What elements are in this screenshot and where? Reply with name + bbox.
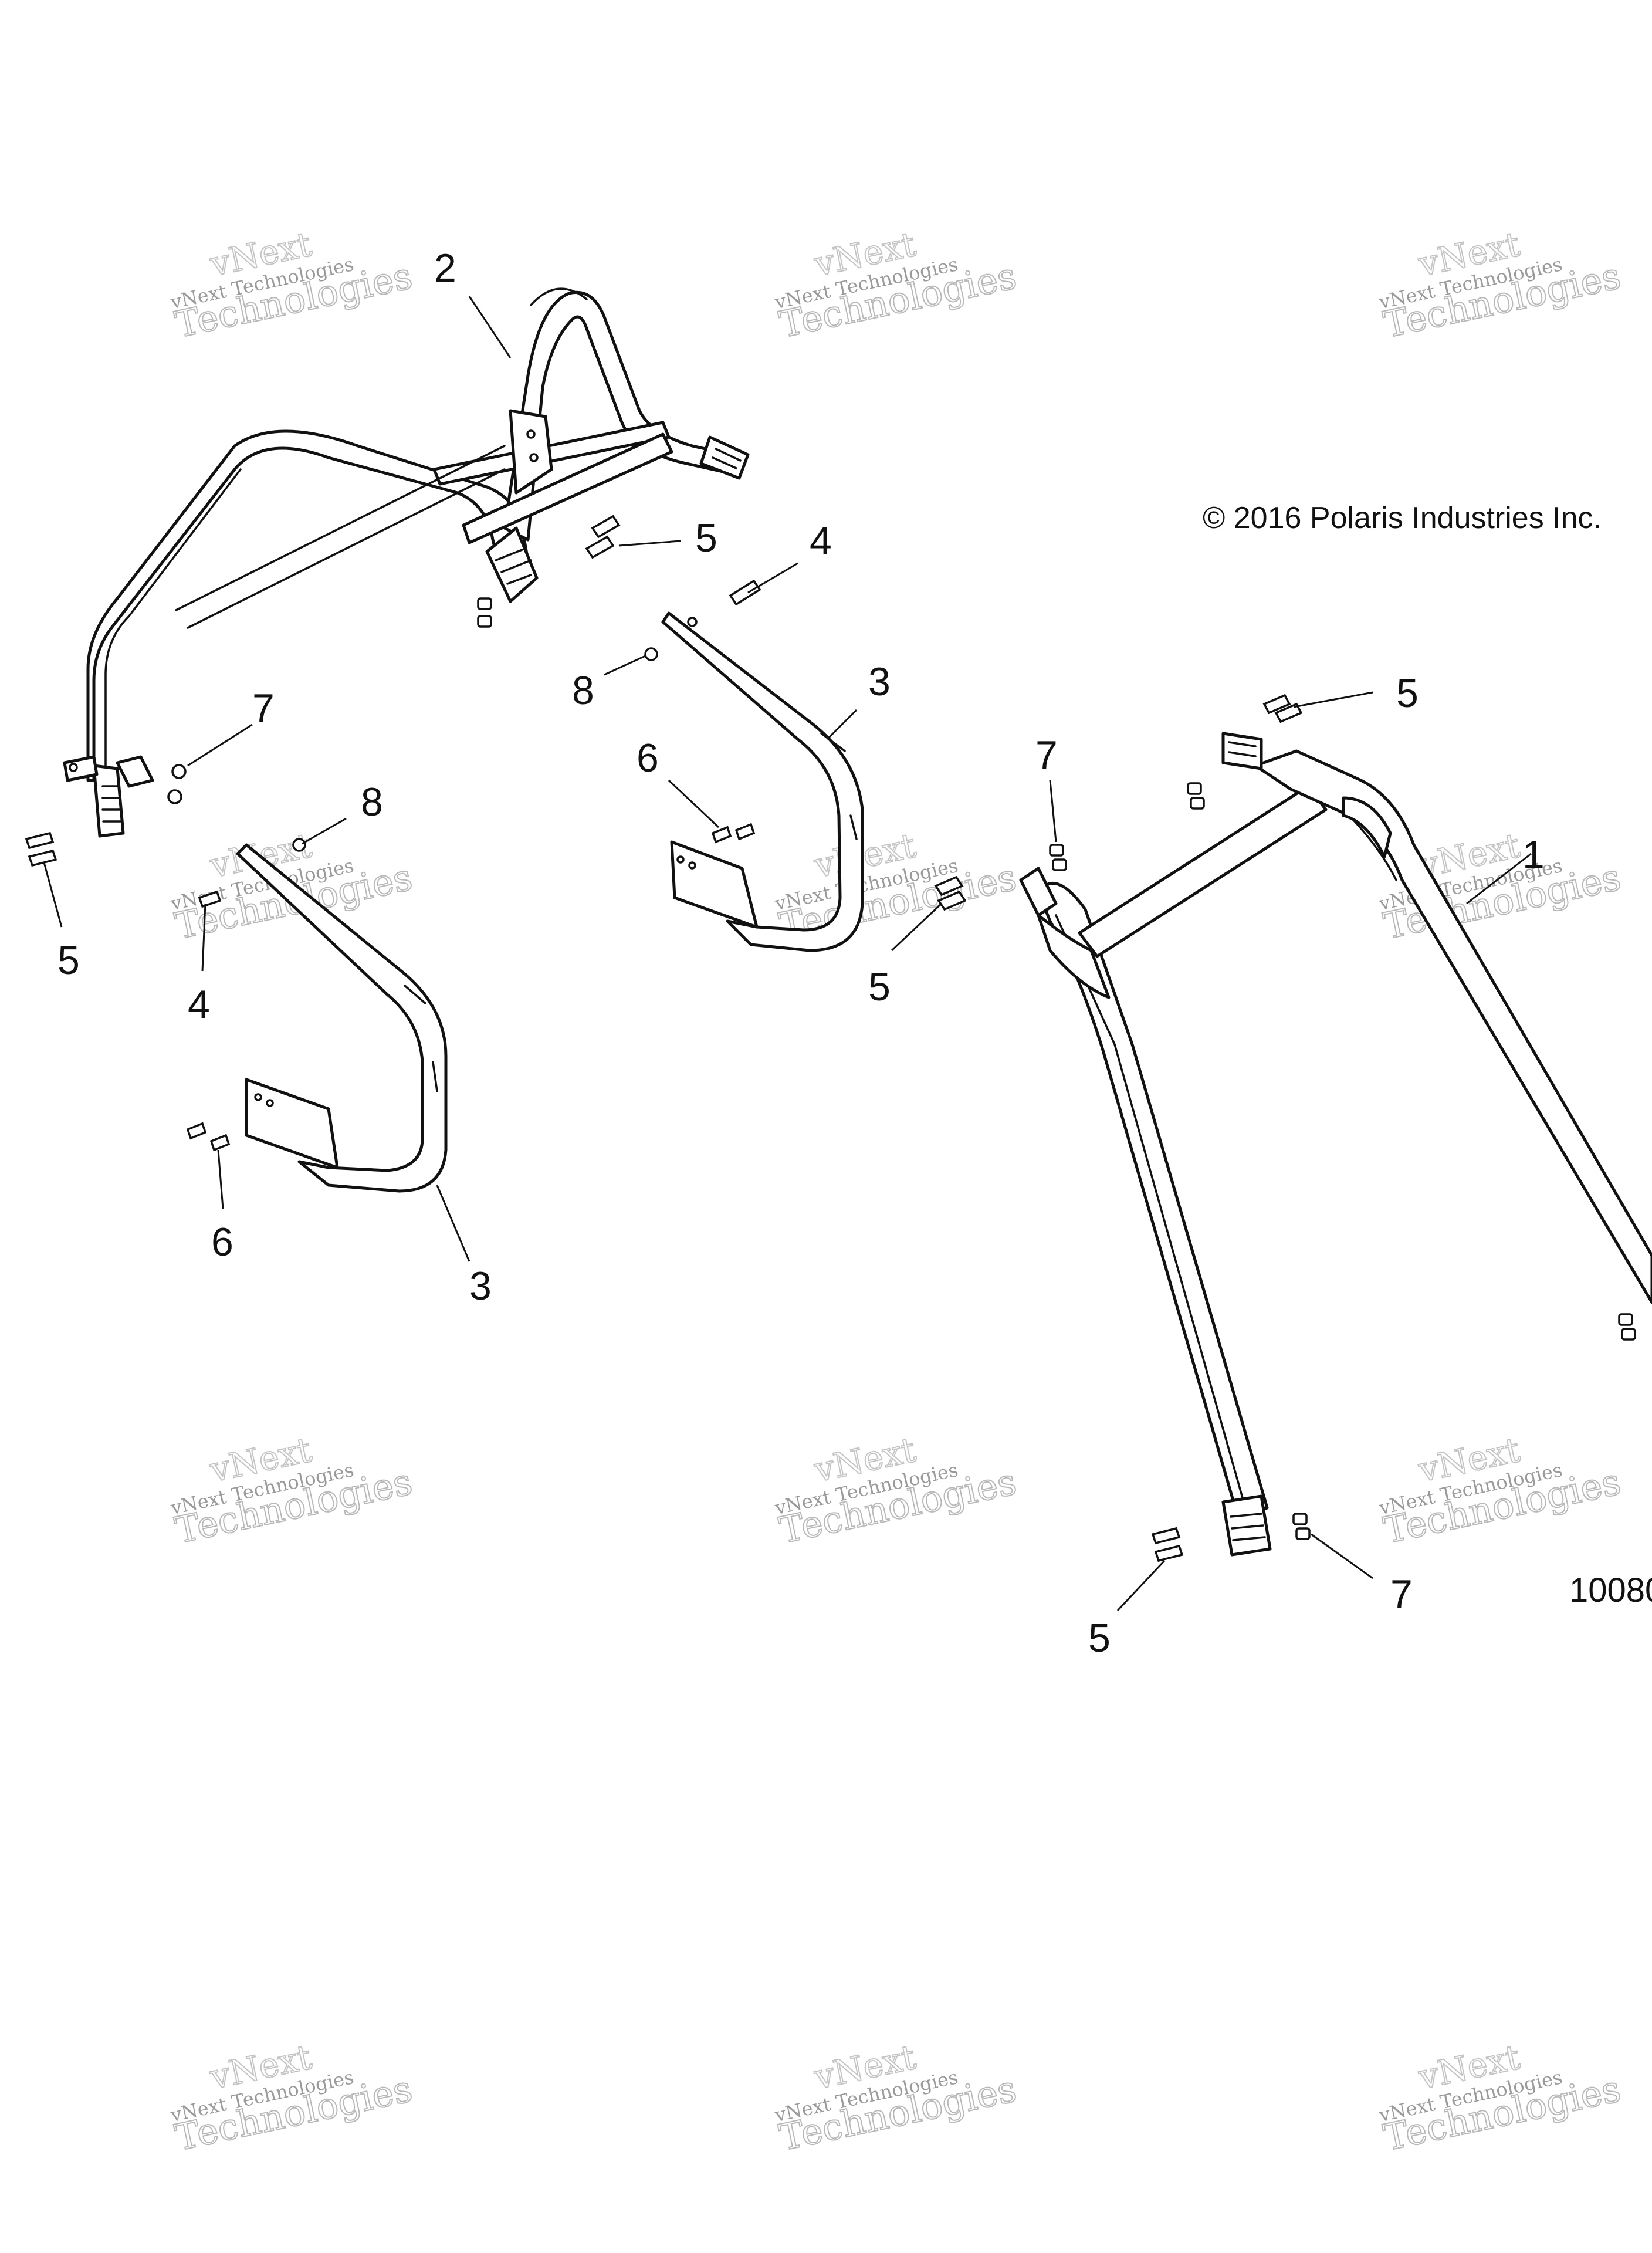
hex-nut-icon: [477, 597, 492, 628]
callout-2-top: 2: [434, 246, 456, 290]
watermark-top-left: vNext vNext Technologies Technologies: [168, 224, 417, 347]
bolt-icon: [25, 515, 1303, 1562]
figure-number: 10080: [1569, 1571, 1652, 1609]
callout-7-left: 7: [252, 686, 275, 730]
callout-8-mid: 8: [572, 668, 594, 713]
watermark-low-center: vNext vNext Technologies Technologies: [773, 1429, 1021, 1552]
callout-3-mid: 3: [868, 659, 891, 704]
watermark-top-right: vNext vNext Technologies Technologies: [1377, 224, 1625, 347]
callout-6-mid: 6: [637, 736, 659, 780]
callout-4-left: 4: [188, 982, 210, 1027]
watermark-mid-center: vNext vNext Technologies Technologies: [773, 825, 1021, 948]
callout-5-right-top: 5: [1396, 671, 1419, 716]
callout-1-right: 1: [1522, 833, 1545, 877]
watermark-bottom-right: vNext vNext Technologies Technologies: [1377, 2037, 1625, 2160]
callout-7-right-bottom: 7: [1390, 1572, 1413, 1616]
callout-6-left: 6: [211, 1220, 233, 1264]
callout-5-mid: 5: [868, 965, 891, 1009]
watermark-bottom-center: vNext vNext Technologies Technologies: [773, 2037, 1021, 2160]
watermark-top-center: vNext vNext Technologies Technologies: [773, 224, 1021, 347]
leader-lines: [43, 296, 1532, 1612]
side-hoop-part-3-middle: [661, 611, 864, 952]
callout-5-top: 5: [695, 516, 717, 560]
callout-5-left: 5: [57, 938, 80, 983]
watermark-bottom-left: vNext vNext Technologies Technologies: [168, 2037, 417, 2160]
front-hoop-part-1: [1019, 732, 1652, 1557]
watermark-low-left: vNext vNext Technologies Technologies: [168, 1429, 417, 1552]
callout-3-left: 3: [469, 1264, 492, 1308]
rear-hoop-part-2: [63, 287, 750, 838]
copyright-text: © 2016 Polaris Industries Inc.: [1203, 501, 1602, 535]
callout-5-right-bottom: 5: [1088, 1616, 1111, 1660]
callout-8-left: 8: [361, 780, 383, 824]
side-hoop-part-3-left: [236, 843, 448, 1193]
watermark-low-right: vNext vNext Technologies Technologies: [1377, 1429, 1625, 1552]
callout-4-top: 4: [810, 519, 832, 563]
callout-7-right: 7: [1035, 733, 1058, 777]
